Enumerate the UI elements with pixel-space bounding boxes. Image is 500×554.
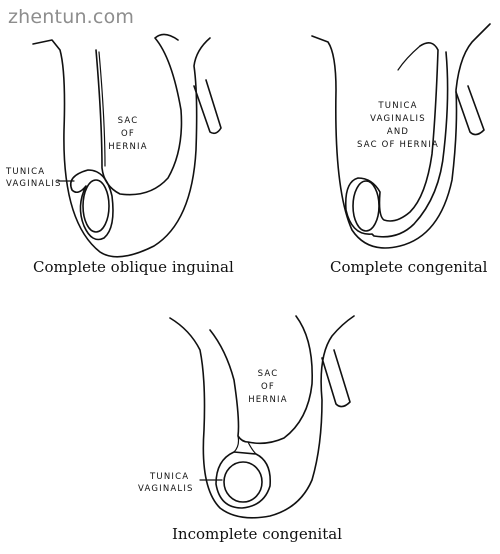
caption-incomplete-congenital: Incomplete congenital	[172, 525, 342, 543]
tunica-label-line-1: TUNICA	[5, 167, 45, 177]
scrotum-outline	[169, 315, 355, 519]
caption-complete-congenital: Complete congenital	[330, 258, 488, 276]
hernia-sac	[95, 33, 183, 196]
testis	[352, 180, 380, 232]
sac-label-line-3: AND	[387, 127, 409, 137]
panel-complete-congenital: TUNICA VAGINALIS AND SAC OF HERNIA	[311, 23, 491, 249]
penis	[321, 349, 351, 408]
hernia-sac-inner	[98, 51, 106, 167]
sac-label-line-2: OF	[261, 382, 275, 392]
panel-oblique-inguinal: SAC OF HERNIA TUNICA VAGINALIS	[5, 33, 222, 258]
sac-label-line-1: TUNICA	[377, 101, 417, 111]
combined-sac	[344, 42, 449, 238]
caption-oblique-inguinal: Complete oblique inguinal	[33, 258, 234, 276]
tunica-label-line-2: VAGINALIS	[6, 179, 62, 189]
sac-label-line-1: SAC	[258, 369, 279, 379]
sac-label-line-2: OF	[121, 129, 135, 139]
sac-label-line-1: SAC	[118, 116, 139, 126]
tunica-vaginalis	[69, 169, 114, 241]
sac-label-line-3: HERNIA	[108, 142, 148, 152]
testis	[82, 179, 110, 233]
sac-label-line-4: SAC OF HERNIA	[357, 140, 439, 150]
penis	[455, 85, 485, 136]
combined-sac-inner	[397, 45, 421, 71]
sac-label-line-2: VAGINALIS	[370, 114, 426, 124]
hernia-sac-neck	[233, 435, 257, 455]
testis	[223, 461, 263, 503]
scrotum-outline	[311, 23, 491, 249]
scrotum-outline	[32, 37, 211, 258]
panel-incomplete-congenital: SAC OF HERNIA TUNICA VAGINALIS	[138, 315, 355, 519]
tunica-label-line-1: TUNICA	[149, 472, 189, 482]
hernia-sac	[209, 315, 313, 445]
penis	[193, 79, 222, 135]
tunica-vaginalis	[215, 451, 272, 509]
watermark: zhentun.com	[8, 6, 135, 28]
sac-label-line-3: HERNIA	[248, 395, 288, 405]
tunica-label-line-2: VAGINALIS	[138, 484, 194, 494]
